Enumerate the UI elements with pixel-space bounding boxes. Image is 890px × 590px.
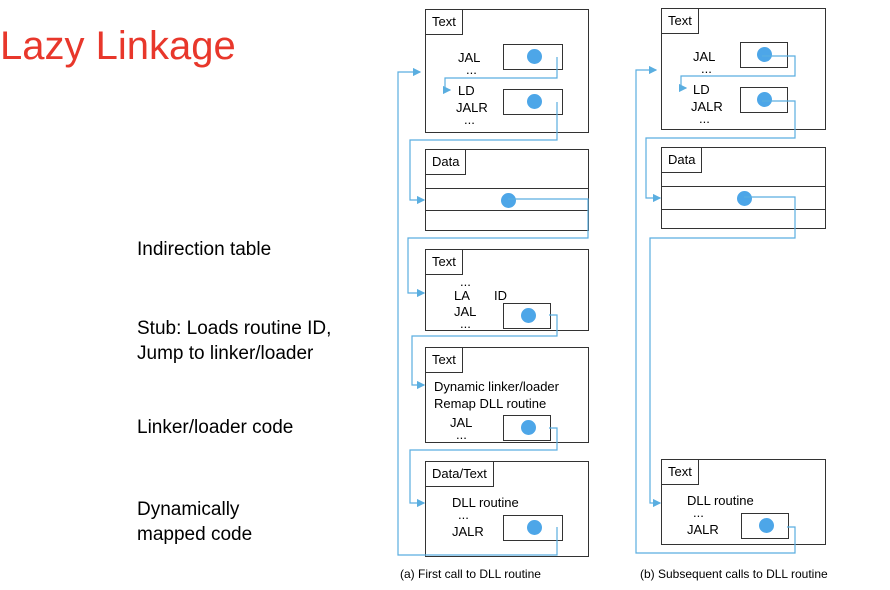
a-text-jalr: JALR (456, 100, 488, 115)
a-stub-dots1: ... (460, 274, 471, 289)
b-caption: (b) Subsequent calls to DLL routine (640, 567, 828, 581)
b-data-tab: Data (662, 148, 703, 173)
a-text-dots2: ... (464, 112, 475, 127)
a-linker-tab: Text (426, 348, 463, 373)
b-dll-line1: DLL routine (687, 493, 754, 508)
a-linker-line2: Remap DLL routine (434, 396, 547, 411)
a-data-segment: Data (425, 149, 589, 231)
a-stub-segment: Text ... LA ID JAL ... (425, 249, 589, 331)
a-text-jal-pointer (527, 49, 542, 64)
a-linker-line1: Dynamic linker/loader (434, 379, 559, 394)
b-arrow-jalr-to-data (645, 100, 796, 203)
b-data-segment: Data (661, 147, 826, 229)
b-text-jal: JAL (693, 49, 716, 64)
b-text-jalr-slot (740, 87, 788, 113)
a-linker-jal: JAL (450, 415, 473, 430)
a-text-jalr-pointer (527, 94, 542, 109)
a-arrow-jalr-to-data (409, 102, 558, 205)
a-stub-jal: JAL (454, 304, 477, 319)
a-text-jalr-slot (503, 89, 563, 115)
label-linker-code: Linker/loader code (137, 417, 294, 438)
a-linker-jal-pointer (521, 420, 536, 435)
a-stub-la: LA (454, 288, 470, 303)
a-dll-jalr-pointer (527, 520, 542, 535)
a-dll-line1: DLL routine (452, 495, 519, 510)
a-arrow-dll-return (397, 67, 558, 556)
a-arrow-stub-to-linker (411, 314, 558, 390)
b-dll-dots: ... (693, 505, 704, 520)
b-text-jalr-pointer (757, 92, 772, 107)
a-text-ld: LD (458, 83, 475, 98)
a-linker-dots: ... (456, 427, 467, 442)
label-stub-line1: Stub: Loads routine ID, (137, 318, 332, 339)
b-text-tab: Text (662, 9, 699, 34)
a-dll-jalr: JALR (452, 524, 484, 539)
a-text-tab: Text (426, 10, 463, 35)
a-stub-id: ID (494, 288, 507, 303)
a-stub-tab: Text (426, 250, 463, 275)
b-text-segment: Text JAL ... LD JALR ... (661, 8, 826, 130)
b-text-jalr: JALR (691, 99, 723, 114)
label-dyn-line1: Dynamically (137, 499, 240, 520)
b-text-dots1: ... (701, 61, 712, 76)
a-linker-segment: Text Dynamic linker/loader Remap DLL rou… (425, 347, 589, 443)
label-indirection-table: Indirection table (137, 239, 272, 260)
a-stub-dots2: ... (460, 316, 471, 331)
a-text-dots1: ... (466, 62, 477, 77)
b-dll-jalr-slot (741, 513, 789, 539)
slide-title: Lazy Linkage (0, 24, 236, 68)
a-linker-jal-slot (503, 415, 551, 441)
a-dll-tab: Data/Text (426, 462, 494, 487)
b-dll-segment: Text DLL routine ... JALR (661, 459, 826, 545)
b-arrow-jal-to-ld (678, 55, 796, 93)
b-text-jal-slot (740, 42, 788, 68)
b-dll-jalr-pointer (759, 518, 774, 533)
b-dll-jalr: JALR (687, 522, 719, 537)
b-text-dots2: ... (699, 111, 710, 126)
label-stub-line2: Jump to linker/loader (137, 343, 314, 364)
b-text-jal-pointer (757, 47, 772, 62)
a-dll-dots: ... (458, 507, 469, 522)
a-text-segment: Text JAL ... LD JALR ... (425, 9, 589, 133)
a-data-tab: Data (426, 150, 467, 175)
b-text-ld: LD (693, 82, 710, 97)
a-arrow-data-to-stub (407, 198, 589, 298)
b-arrow-dll-return (635, 65, 796, 554)
a-stub-jal-pointer (521, 308, 536, 323)
a-text-jal-slot (503, 44, 563, 70)
a-arrow-jal-to-ld (442, 57, 558, 95)
label-dyn-line2: mapped code (137, 524, 253, 545)
b-arrow-data-to-dll (649, 196, 796, 508)
a-caption: (a) First call to DLL routine (400, 567, 541, 581)
a-dll-segment: Data/Text DLL routine ... JALR (425, 461, 589, 557)
b-indirection-pointer (737, 191, 752, 206)
b-dll-tab: Text (662, 460, 699, 485)
a-dll-jalr-slot (503, 515, 563, 541)
a-stub-jal-slot (503, 303, 551, 329)
a-text-jal: JAL (458, 50, 481, 65)
a-indirection-pointer (501, 193, 516, 208)
a-arrow-linker-to-dll (409, 427, 558, 508)
